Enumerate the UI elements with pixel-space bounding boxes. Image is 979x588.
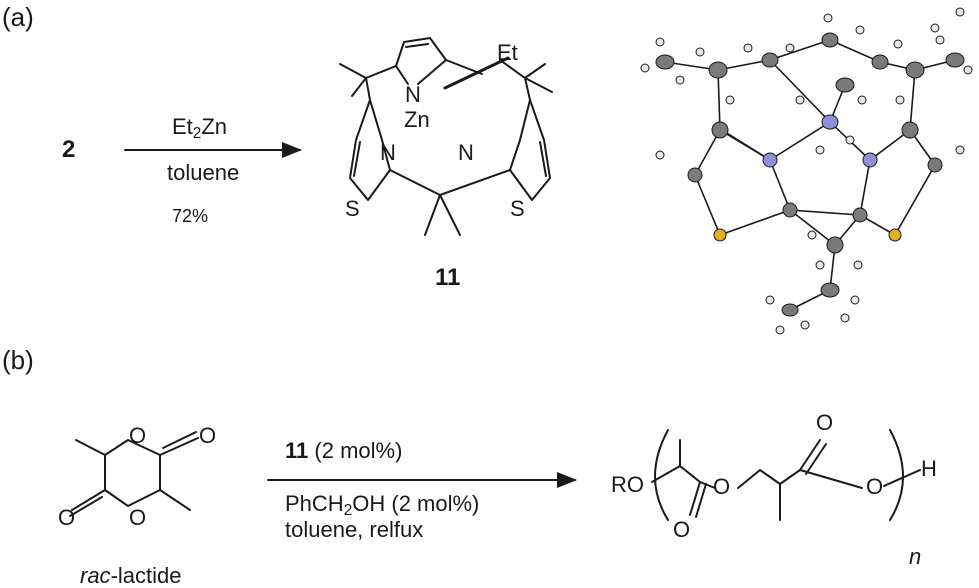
monomer-name: rac-lactide bbox=[80, 563, 182, 588]
polymer-ro-label: RO bbox=[611, 472, 644, 497]
polymer-o-end-label: O bbox=[866, 474, 884, 499]
product-number: 11 bbox=[435, 264, 461, 291]
polymer-o-carbonyl-bottom: O bbox=[673, 517, 691, 542]
polymer-n-subscript: n bbox=[909, 544, 922, 569]
lactide-o-ring-bottom: O bbox=[129, 505, 147, 530]
pyrrole-n-label: N bbox=[405, 82, 421, 107]
polymer-o-ester-label: O bbox=[713, 474, 731, 499]
catalyst-label: 11 (2 mol%) bbox=[285, 438, 403, 463]
thiazole-n-right-label: N bbox=[458, 140, 474, 165]
polylactide-structure bbox=[651, 429, 921, 521]
polymer-right-bracket bbox=[889, 429, 904, 521]
solvent-label: toluene bbox=[167, 160, 240, 185]
thiazole-s-right-label: S bbox=[510, 196, 525, 221]
lactide-o-carbonyl-top: O bbox=[199, 423, 217, 448]
panel-a-label: (a) bbox=[2, 2, 34, 32]
reactant-number: 2 bbox=[62, 136, 76, 163]
zinc-label: Zn bbox=[404, 107, 430, 132]
ethyl-label: Et bbox=[497, 40, 518, 65]
initiator-label: PhCH2OH (2 mol%) bbox=[285, 491, 480, 519]
reagent-label: Et2Zn bbox=[172, 114, 228, 142]
crystal-structure-model bbox=[640, 7, 973, 335]
lactide-structure bbox=[69, 431, 199, 517]
compound-11-structure bbox=[339, 37, 553, 236]
lactide-o-carbonyl-bottom: O bbox=[58, 505, 76, 530]
thiazole-s-left-label: S bbox=[345, 196, 360, 221]
panel-b-label: (b) bbox=[2, 345, 34, 375]
polymer-left-bracket bbox=[654, 429, 669, 521]
polymer-h-label: H bbox=[921, 456, 937, 481]
yield-label: 72% bbox=[172, 206, 209, 226]
lactide-o-ring-top: O bbox=[129, 423, 147, 448]
conditions-label: toluene, relfux bbox=[285, 517, 424, 542]
polymer-o-carbonyl-top: O bbox=[816, 410, 834, 435]
